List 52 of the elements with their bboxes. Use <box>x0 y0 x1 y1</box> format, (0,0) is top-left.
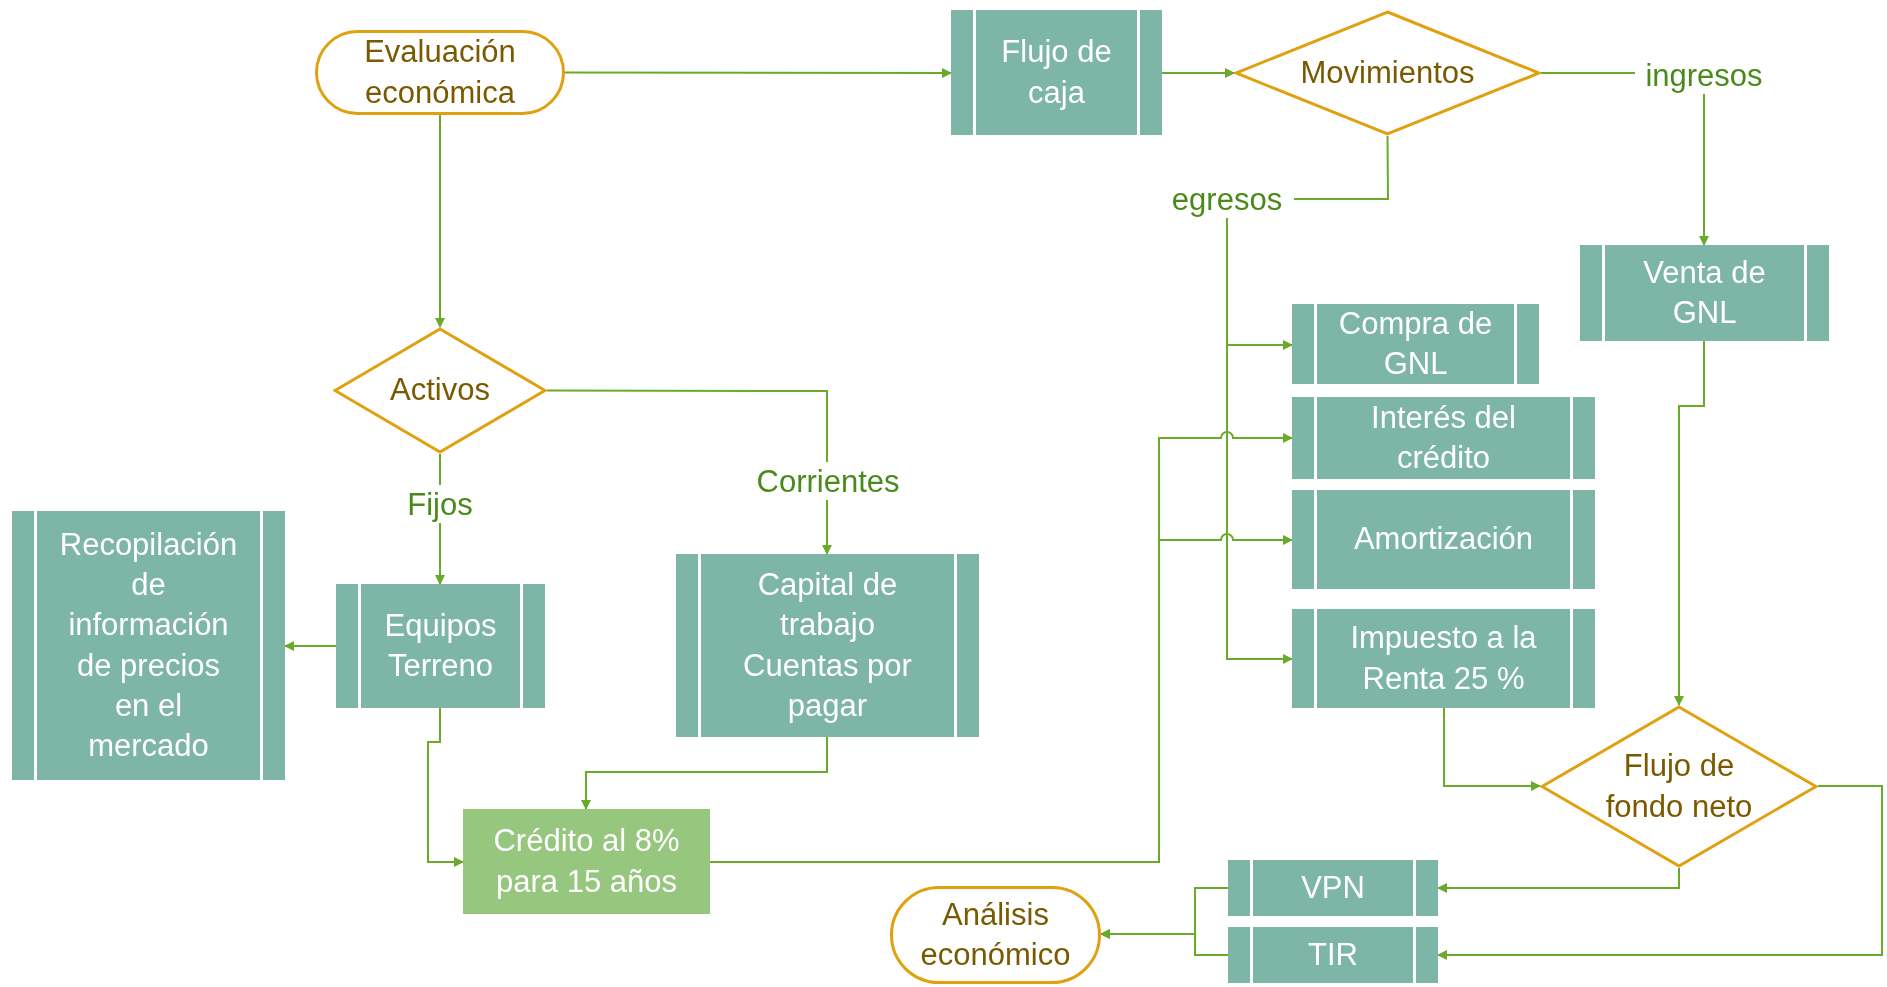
decision-diamond <box>1540 705 1818 868</box>
node-text: Movimientos <box>1300 53 1475 92</box>
predefined-process-box <box>1228 927 1438 983</box>
process-box <box>463 809 710 914</box>
connector <box>1540 72 1636 74</box>
predefined-process-box <box>951 10 1162 135</box>
connector <box>1161 68 1235 78</box>
node-text: Flujo de caja <box>1000 33 1113 112</box>
predefined-process-box <box>1292 609 1595 708</box>
node-text: VPN <box>1301 868 1365 907</box>
node-text: Evaluación económica <box>363 33 517 112</box>
connector <box>581 736 828 810</box>
connector <box>822 499 832 555</box>
predefined-process-box <box>1292 304 1539 384</box>
connector <box>1437 867 1680 893</box>
predefined-process-box <box>1228 860 1438 916</box>
predefined-process-box <box>1580 245 1829 341</box>
node-text: Crédito al 8% para 15 años <box>492 822 681 901</box>
connector <box>546 389 828 463</box>
node-text: Cuentas por pagar <box>742 646 913 725</box>
node-text: Impuesto a la Renta 25 % <box>1349 619 1538 698</box>
connector <box>1100 929 1229 956</box>
connector <box>1293 135 1389 200</box>
connector <box>1437 785 1883 960</box>
connector <box>435 114 445 328</box>
predefined-process-box <box>1292 397 1595 479</box>
node-text: Recopilación de información de precios en el mercado <box>58 525 239 766</box>
node-text: Amortización <box>1353 520 1534 559</box>
node-text: Terreno <box>387 647 494 685</box>
decision-diamond <box>333 327 547 454</box>
node-text: Análisis económico <box>919 895 1072 974</box>
connector <box>427 707 464 867</box>
node-text: Capital de trabajo <box>756 565 899 645</box>
decision-diamond <box>1234 10 1541 136</box>
node-text: Flujo de fondo neto <box>1604 747 1754 826</box>
predefined-process-box <box>1292 490 1595 589</box>
predefined-process-box <box>336 584 545 708</box>
node-text: TIR <box>1308 935 1358 974</box>
connector <box>439 453 441 486</box>
connector <box>284 641 337 651</box>
predefined-process-box <box>12 511 285 780</box>
node-text: Compra de GNL <box>1337 304 1494 383</box>
predefined-process-box <box>676 554 979 737</box>
node-text: Equipos <box>384 606 497 645</box>
node-text: Activos <box>390 371 490 410</box>
connector <box>1699 93 1709 246</box>
node-text: Interés del crédito <box>1370 398 1517 477</box>
connector <box>1443 707 1541 791</box>
connector <box>564 68 952 78</box>
connector <box>435 522 445 585</box>
node-text: Venta de GNL <box>1642 253 1767 332</box>
connector <box>1674 340 1705 706</box>
